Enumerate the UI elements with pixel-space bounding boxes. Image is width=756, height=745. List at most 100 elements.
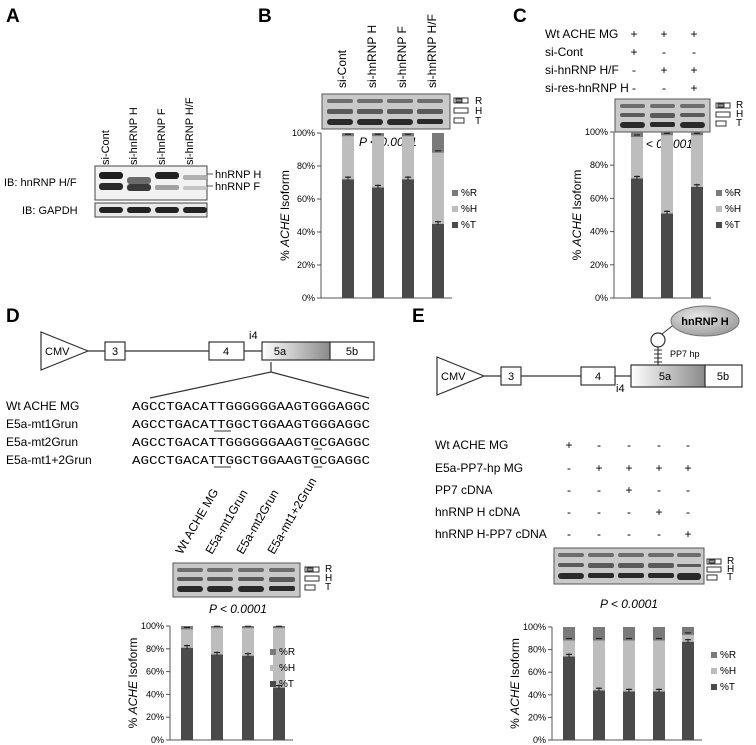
sequence-name: E5a-mt2Grun xyxy=(6,435,78,449)
condition-mark: - xyxy=(567,461,571,475)
condition-mark: + xyxy=(690,81,697,95)
panel-label-c: C xyxy=(513,6,527,27)
y-axis-label: % ACHE Isoform xyxy=(278,170,292,261)
legend-label: %H xyxy=(725,204,741,215)
legend-label: %R xyxy=(279,647,295,658)
y-tick-label: 0% xyxy=(151,735,164,745)
condition-mark: - xyxy=(567,483,571,497)
condition-mark: - xyxy=(627,438,631,452)
isoform-glyph-e xyxy=(706,558,722,581)
sequence-name: Wt ACHE MG xyxy=(6,399,79,413)
exon-label: 3 xyxy=(508,371,514,383)
isoform-label: R xyxy=(736,100,743,111)
bar-segment xyxy=(181,629,193,648)
bar-segment xyxy=(211,626,223,629)
protein-label: hnRNP H xyxy=(681,316,729,328)
bar-segment xyxy=(593,690,605,740)
bar-segment xyxy=(432,133,444,153)
condition-mark: + xyxy=(630,45,637,59)
legend-swatch xyxy=(270,681,276,687)
bar-segment xyxy=(661,135,673,214)
bar-segment xyxy=(273,626,285,629)
y-tick-label: 60% xyxy=(528,667,546,677)
panel-e-condition-table: Wt ACHE MG E5a-PP7-hp MG PP7 cDNA hnRNP … xyxy=(435,438,692,541)
y-tick-label: 100% xyxy=(585,127,608,137)
bar-segment xyxy=(273,687,285,740)
legend-label: %H xyxy=(279,663,295,674)
condition-label: Wt ACHE MG xyxy=(545,27,618,41)
legend-swatch xyxy=(270,665,276,671)
y-tick-label: 100% xyxy=(141,621,164,631)
condition-mark: + xyxy=(595,461,602,475)
condition-label: hnRNP H cDNA xyxy=(435,505,520,519)
isoform-label: T xyxy=(475,116,481,127)
y-tick-label: 80% xyxy=(146,644,164,654)
bar-segment xyxy=(342,136,354,180)
y-tick-label: 60% xyxy=(590,193,608,203)
bar-segment xyxy=(623,640,635,692)
condition-mark: - xyxy=(657,527,661,541)
condition-mark: - xyxy=(632,63,636,77)
promoter-label: CMV xyxy=(45,346,70,358)
gel-e xyxy=(553,547,705,585)
isoform-label: H xyxy=(727,564,734,575)
sequence-text: AGCCTGACATTGGGGGGAAGTGCGAGGC xyxy=(132,436,370,450)
lane-label: si-hnRNP H xyxy=(365,25,379,88)
legend-swatch xyxy=(452,190,458,196)
legend-swatch xyxy=(452,222,458,228)
panel-c-condition-table: Wt ACHE MG si-Cont si-hnRNP H/F si-res-h… xyxy=(545,27,698,95)
isoform-label: R xyxy=(475,96,482,107)
y-tick-label: 20% xyxy=(146,712,164,722)
condition-mark: - xyxy=(597,483,601,497)
lane-label: si-Cont xyxy=(100,130,112,165)
legend-label: %R xyxy=(461,188,477,199)
legend-label: %T xyxy=(279,679,294,690)
condition-mark: - xyxy=(686,483,690,497)
bar-segment xyxy=(402,136,414,180)
lane-label: si-hnRNP F xyxy=(156,108,168,165)
bar-segment xyxy=(242,655,254,740)
condition-mark: + xyxy=(565,438,572,452)
condition-mark: - xyxy=(567,505,571,519)
pvalue-d: P < 0.0001 xyxy=(209,602,267,616)
bar-segment xyxy=(682,641,694,740)
condition-mark: + xyxy=(684,461,691,475)
lane-label: si-hnRNP H/F xyxy=(425,14,439,88)
panel-a-lane-labels: si-Cont si-hnRNP H si-hnRNP F si-hnRNP H… xyxy=(100,97,196,165)
condition-mark: - xyxy=(686,438,690,452)
legend-label: %R xyxy=(720,650,736,661)
isoform-label: T xyxy=(325,582,331,593)
hnrnp-h-protein-icon xyxy=(670,305,740,337)
condition-mark: - xyxy=(657,438,661,452)
exon-label: 5b xyxy=(346,346,358,358)
condition-label: si-hnRNP H/F xyxy=(545,63,619,77)
lane-label: si-Cont xyxy=(335,49,349,88)
y-tick-label: 40% xyxy=(528,690,546,700)
bar-segment xyxy=(563,656,575,740)
isoform-label: T xyxy=(727,572,733,583)
panel-b-lane-labels: si-Cont si-hnRNP H si-hnRNP F si-hnRNP H… xyxy=(335,14,439,88)
y-tick-label: 40% xyxy=(590,227,608,237)
condition-mark: + xyxy=(625,483,632,497)
exon-label: 3 xyxy=(112,346,118,358)
condition-mark: - xyxy=(662,45,666,59)
bar-segment xyxy=(593,640,605,691)
blot-label-hnrnp: IB: hnRNP H/F xyxy=(4,177,77,189)
lane-label: E5a-mt1+2Grun xyxy=(264,475,319,556)
isoform-label: R xyxy=(727,556,734,567)
panel-label-e: E xyxy=(412,306,425,327)
condition-mark: - xyxy=(597,527,601,541)
condition-mark: + xyxy=(690,27,697,41)
isoform-label: T xyxy=(736,118,742,129)
bar-segment xyxy=(563,627,575,641)
bar-segment xyxy=(593,627,605,641)
intron-label: i4 xyxy=(616,383,625,395)
panel-d-lane-labels: Wt ACHE MG E5a-mt1Grun E5a-mt2Grun E5a-m… xyxy=(172,475,319,556)
bar-segment xyxy=(342,179,354,298)
condition-mark: + xyxy=(625,461,632,475)
condition-label: hnRNP H-PP7 cDNA xyxy=(435,527,547,541)
condition-mark: - xyxy=(632,81,636,95)
panel-label-b: B xyxy=(258,6,272,27)
lane-label: si-hnRNP H/F xyxy=(184,97,196,165)
